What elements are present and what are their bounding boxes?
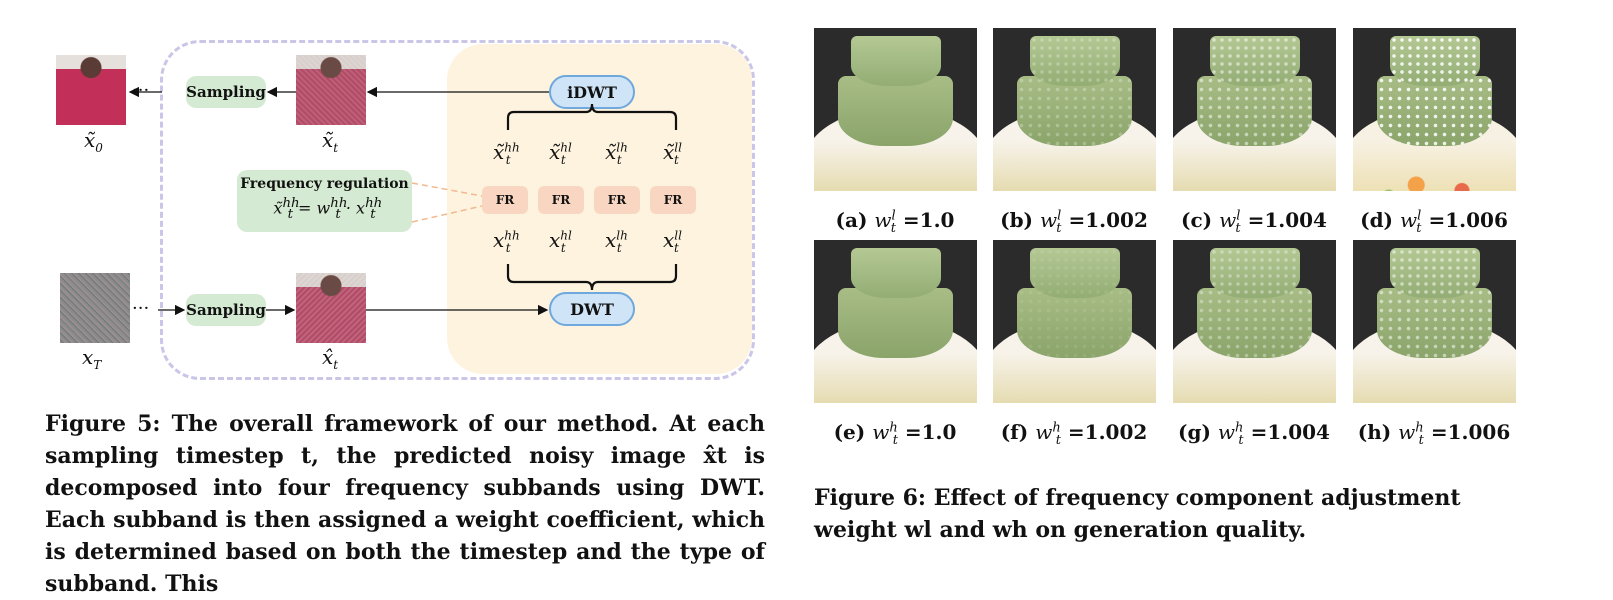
sampling-block-bottom: Sampling — [186, 294, 266, 326]
framework-outline — [160, 40, 755, 380]
subcaption-b: (b) wlt =1.002 — [1000, 208, 1148, 236]
figure-5-caption: Figure 5: The overall framework of our m… — [45, 411, 765, 597]
subband-tilde-lh: x̃lht — [605, 140, 628, 167]
subcaption-d: (d) wlt =1.006 — [1360, 208, 1508, 236]
dashed-link-upper — [411, 182, 483, 197]
cup-bottom-shape — [1197, 288, 1312, 358]
label-x0: x̃0 — [84, 128, 103, 155]
cup-top-shape — [1030, 36, 1120, 86]
subband-tilde-hh: x̃hht — [493, 140, 520, 167]
fr-block-hl: FR — [538, 186, 584, 214]
subcaption-e: (e) wht =1.0 — [833, 420, 957, 448]
label-xT: xT — [82, 345, 102, 372]
subband-hl: xhlt — [549, 228, 572, 255]
dwt-block: DWT — [549, 292, 635, 326]
subcaption-g: (g) wht =1.004 — [1178, 420, 1330, 448]
dots-top: ··· — [132, 80, 150, 101]
cup-top-shape — [1030, 248, 1120, 298]
cup-top-shape — [1390, 36, 1480, 86]
figure-5-diagram: x̃0 x̃t x̂t xT Sampling Sampling iDWT DW… — [0, 0, 800, 400]
result-image-h — [1353, 240, 1516, 403]
brace-bottom — [506, 264, 678, 291]
cup-bottom-shape — [1017, 288, 1132, 358]
subband-lh: xlht — [605, 228, 628, 255]
result-image-f — [993, 240, 1156, 403]
result-image-b — [993, 28, 1156, 191]
cup-bottom-shape — [838, 76, 953, 146]
subcaption-c: (c) wlt =1.004 — [1181, 208, 1327, 236]
diagram-connectors — [128, 86, 678, 316]
dashed-link-lower — [411, 205, 483, 223]
brace-top — [506, 103, 678, 130]
cup-top-shape — [1210, 248, 1300, 298]
subband-tilde-ll: x̃llt — [663, 140, 682, 167]
result-image-e — [814, 240, 977, 403]
cup-bottom-shape — [1377, 288, 1492, 358]
result-image-a — [814, 28, 977, 191]
fr-block-ll: FR — [650, 186, 696, 214]
subcaption-a: (a) wlt =1.0 — [835, 208, 955, 236]
cup-top-shape — [851, 36, 941, 86]
result-image-d — [1353, 28, 1516, 191]
result-image-g — [1173, 240, 1336, 403]
subband-hh: xhht — [493, 228, 520, 255]
cup-bottom-shape — [1017, 76, 1132, 146]
label-xt: x̃t — [322, 128, 339, 155]
cup-bottom-shape — [1377, 76, 1492, 146]
subcaption-h: (h) wht =1.006 — [1357, 420, 1511, 448]
dots-bottom: ··· — [132, 298, 150, 319]
idwt-block: iDWT — [549, 75, 635, 109]
image-x-tilde-t — [296, 55, 366, 125]
fr-block-hh: FR — [482, 186, 528, 214]
cup-bottom-shape — [838, 288, 953, 358]
cup-top-shape — [1210, 36, 1300, 86]
output-image-x0 — [56, 55, 126, 125]
cup-bottom-shape — [1197, 76, 1312, 146]
figure-6-caption: Figure 6: Effect of frequency component … — [814, 485, 1461, 543]
subcaption-f: (f) wht =1.002 — [1000, 420, 1148, 448]
noise-image-xT — [60, 273, 130, 343]
frequency-regulation-title: Frequency regulation — [240, 176, 409, 192]
frequency-regulation-box: Frequency regulation x̃hht = whht · xhht — [237, 170, 412, 232]
image-x-hat-t — [296, 273, 366, 343]
subband-tilde-hl: x̃hlt — [549, 140, 572, 167]
cup-top-shape — [851, 248, 941, 298]
frequency-regulation-equation: x̃hht = whht · xhht — [273, 196, 383, 222]
cup-top-shape — [1390, 248, 1480, 298]
result-image-c — [1173, 28, 1336, 191]
label-xhat: x̂t — [322, 345, 339, 372]
subband-ll: xllt — [663, 228, 682, 255]
sampling-block-top: Sampling — [186, 76, 266, 108]
fr-block-lh: FR — [594, 186, 640, 214]
